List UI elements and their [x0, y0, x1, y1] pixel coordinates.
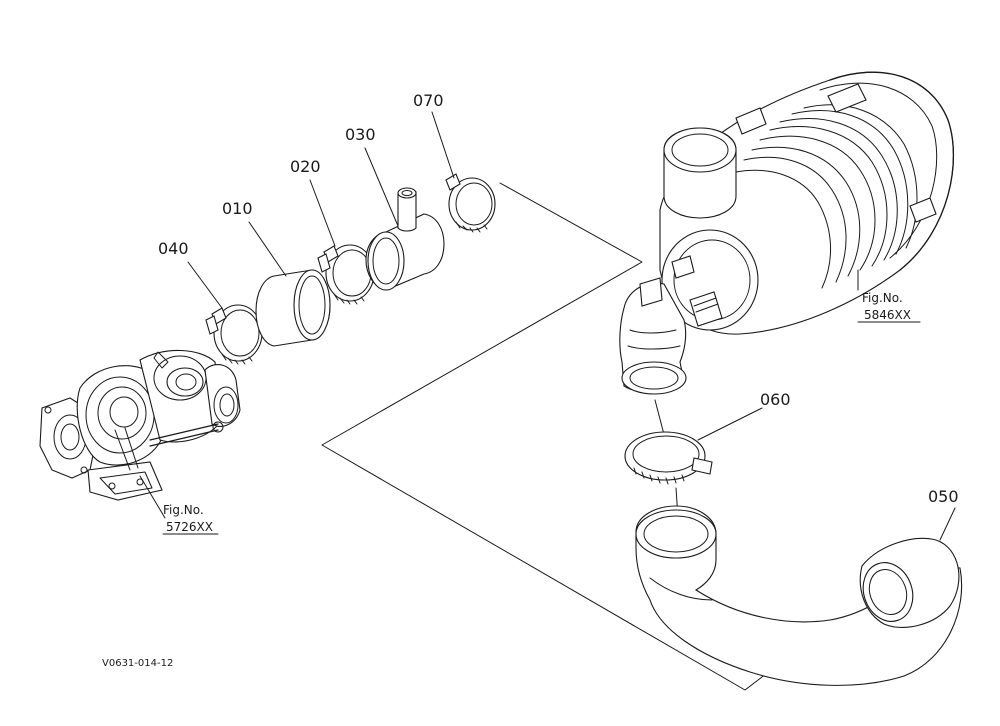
part-label-030: 030: [345, 125, 376, 144]
clamp-040-drawing: [205, 304, 263, 365]
hose-050-drawing: [635, 505, 963, 686]
leader-lines: [139, 111, 956, 541]
pipe-030-drawing: [365, 187, 445, 291]
part-label-020: 020: [290, 157, 321, 176]
turbocharger-drawing: [39, 349, 241, 501]
hose-010-drawing: [255, 269, 331, 347]
part-label-060: 060: [760, 390, 791, 409]
part-label-050: 050: [928, 487, 959, 506]
fig-ref-title: Fig.No.: [163, 503, 204, 517]
part-label-070: 070: [413, 91, 444, 110]
fig-ref-number: 5846XX: [864, 308, 911, 322]
part-label-040: 040: [158, 239, 189, 258]
clamp-060-drawing: [624, 431, 713, 485]
part-label-010: 010: [222, 199, 253, 218]
air-cleaner-drawing: [619, 71, 955, 395]
fig-ref-title: Fig.No.: [862, 291, 903, 305]
figure-reference-air-cleaner: Fig.No. 5846XX: [862, 291, 911, 322]
figure-reference-turbo: Fig.No. 5726XX: [163, 503, 213, 534]
clamp-020-drawing: [317, 244, 375, 305]
fig-ref-number: 5726XX: [166, 520, 213, 534]
clamp-070-drawing: [445, 173, 496, 233]
drawing-code: V0631-014-12: [102, 658, 173, 669]
part-labels: 040 010 020 030 070 060 050: [158, 91, 959, 506]
